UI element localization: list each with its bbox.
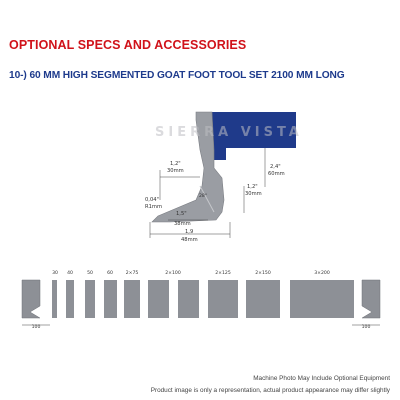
watermark: SIERRA VISTA [155,125,303,140]
segment-40 [66,280,74,318]
dim-bottom-mm: 38mm [174,221,191,227]
segment-100 [178,280,199,318]
segment-label: 50 [87,270,93,276]
section-heading: OPTIONAL SPECS AND ACCESSORIES [9,38,247,52]
dimension-lines [149,148,266,238]
tool-body [151,111,225,223]
dim-inner-in: 1,2" [247,184,258,190]
segment-125 [208,280,238,318]
dim-height-mm: 60mm [268,171,285,177]
segment-label: 60 [107,270,113,276]
segment-label: 3×200 [314,270,330,276]
tool-title: 10-) 60 MM HIGH SEGMENTED GOAT FOOT TOOL… [9,70,345,81]
segment-100 [148,280,169,318]
segment-label: 40 [67,270,73,276]
segment-50 [85,280,95,318]
footer-note-2: Product image is only a representation, … [150,387,390,394]
right-end-length: 100 [362,324,371,330]
segment-label: 30 [52,270,58,276]
segment-30 [52,280,57,318]
dim-overall-in: 1,9 [185,229,193,235]
dim-angle: 28° [199,193,207,199]
dim-height-in: 2,4" [270,164,281,170]
dim-top-dist: 30mm [167,168,184,174]
left-end-length: 100 [32,324,41,330]
segment-label: 2×100 [165,270,181,276]
segment-150 [246,280,280,318]
segment-label: 2×75 [126,270,139,276]
clamp-tang [210,112,296,160]
dim-overall-mm: 48mm [181,237,198,243]
segment-75 [124,280,140,318]
segment-label: 2×150 [255,270,271,276]
tool-profile [151,111,296,223]
dim-tip-in: 0,04" [145,197,159,203]
footer-note-1: Machine Photo May Include Optional Equip… [253,375,390,382]
segment-set [21,279,381,319]
dim-inner-mm: 30mm [245,191,262,197]
segment-200 [290,280,354,318]
dim-bottom-in: 1,5" [176,211,187,217]
dim-tip-radius: R1mm [145,204,162,210]
dim-top-angle: 1,2" [170,161,181,167]
segment-label: 2×125 [215,270,231,276]
left-horn-segment [21,279,41,319]
right-horn-segment [361,279,381,319]
segment-60 [104,280,117,318]
